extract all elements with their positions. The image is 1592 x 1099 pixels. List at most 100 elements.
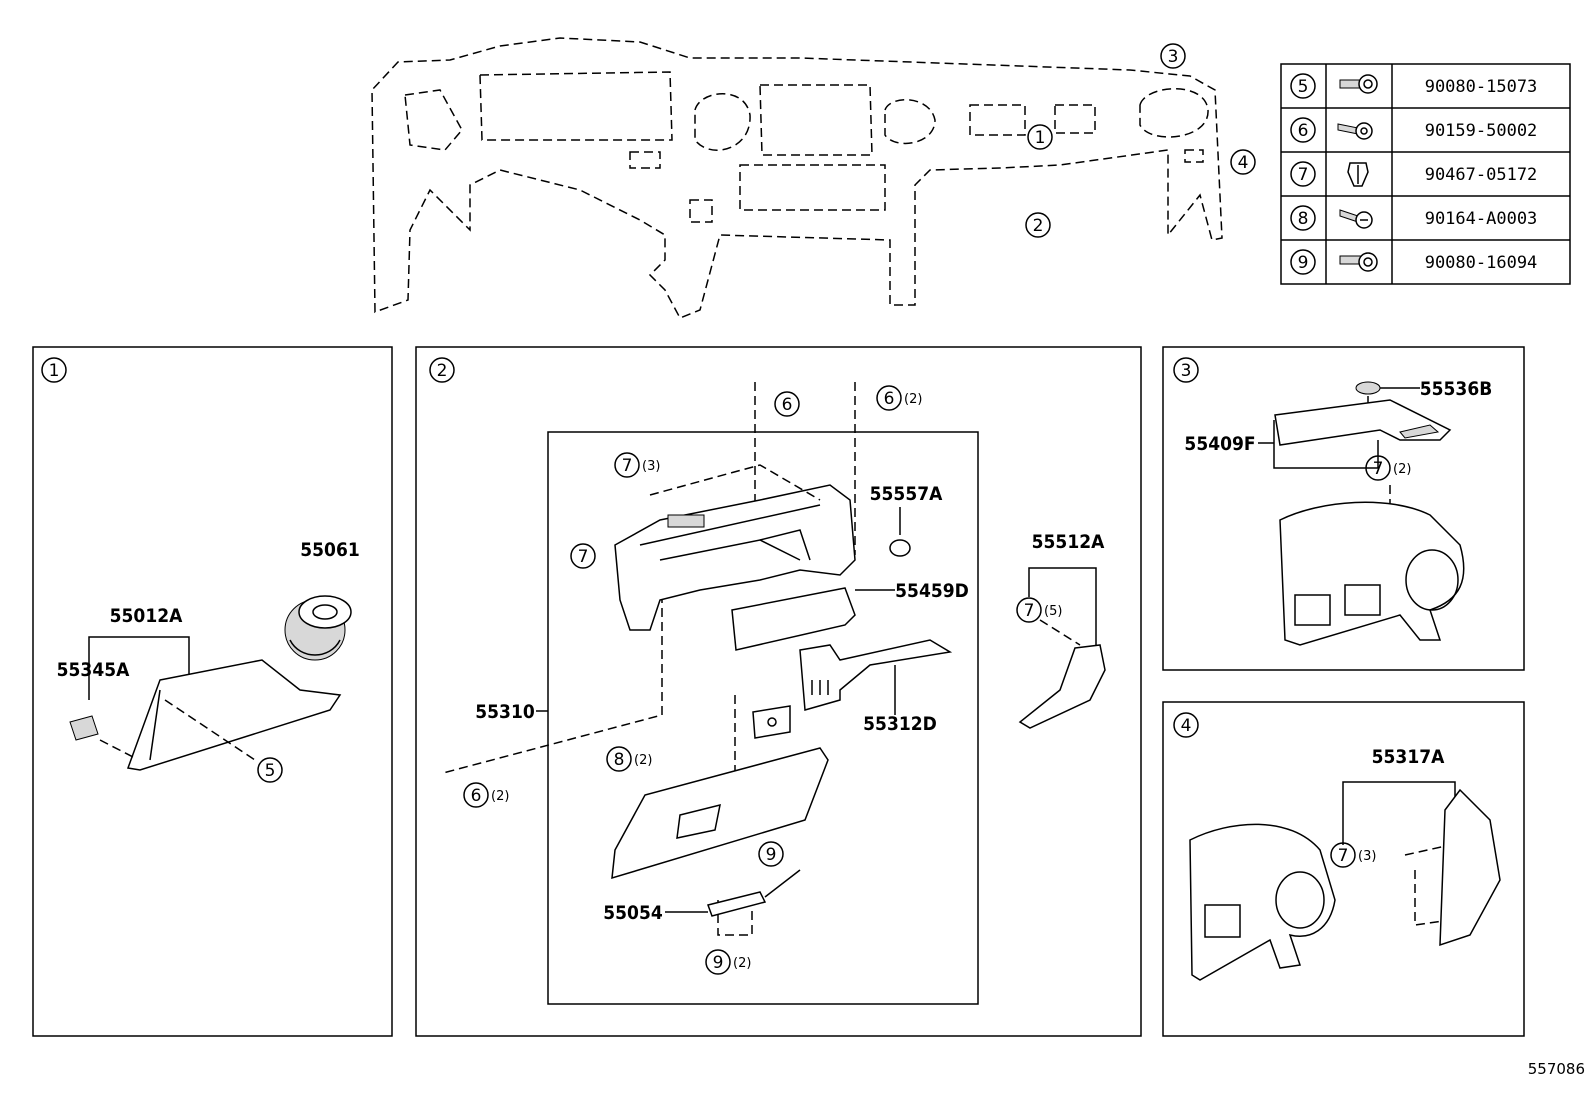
fastener-table: 5 90080-15073 6 90159-50002 7	[1280, 63, 1571, 285]
panel-3: 3 55536B 55409F 7 (2)	[1162, 346, 1525, 671]
knob-part	[284, 595, 352, 661]
svg-text:(3): (3)	[1358, 849, 1376, 864]
dashboard-overview	[371, 37, 1223, 319]
svg-text:8: 8	[1298, 209, 1309, 229]
label-55512A: 55512A	[1032, 531, 1105, 553]
svg-text:7: 7	[578, 547, 589, 567]
svg-text:1: 1	[1035, 128, 1046, 148]
dashboard-right-part	[1279, 501, 1465, 646]
panel-2-index: 2	[437, 361, 448, 381]
dashboard-left-part	[1189, 823, 1336, 981]
upper-cover-part	[1274, 399, 1452, 446]
glove-box-door-part	[611, 747, 829, 880]
svg-text:5: 5	[1298, 77, 1309, 97]
fastener-row: 6 90159-50002	[1290, 117, 1538, 143]
svg-text:90159-50002: 90159-50002	[1425, 121, 1538, 141]
svg-text:6: 6	[782, 395, 793, 415]
label-55312D: 55312D	[863, 713, 937, 735]
svg-text:7: 7	[622, 456, 633, 476]
glove-box-housing-part	[614, 484, 856, 631]
panel-4: 4 55317A 7 (3)	[1162, 701, 1525, 1037]
svg-text:2: 2	[1033, 216, 1044, 236]
label-55409F: 55409F	[1184, 433, 1255, 455]
bolt-washer-icon	[1339, 252, 1378, 272]
callout-7-qty2: 7 (2)	[1365, 455, 1411, 481]
cap-part	[1355, 381, 1381, 395]
side-panel-part	[1439, 788, 1501, 947]
svg-text:90164-A0003: 90164-A0003	[1425, 209, 1538, 229]
panel-4-index: 4	[1181, 716, 1192, 736]
bolt-washer-icon	[1339, 74, 1378, 94]
callout-7-qty3: 7 (3)	[614, 452, 660, 478]
svg-text:6: 6	[471, 786, 482, 806]
fastener-row: 8 90164-A0003	[1290, 205, 1538, 231]
svg-text:(2): (2)	[733, 956, 751, 971]
clip-part	[69, 715, 99, 741]
side-panel-part	[1018, 644, 1106, 729]
callout-7-qty5: 7 (5)	[1016, 597, 1062, 623]
overview-callout-2: 2	[1025, 212, 1051, 238]
screw-icon	[1337, 122, 1373, 140]
label-55310: 55310	[475, 701, 535, 723]
svg-text:(2): (2)	[904, 392, 922, 407]
svg-text:9: 9	[1298, 253, 1309, 273]
label-55012A: 55012A	[110, 605, 183, 627]
svg-text:9: 9	[766, 845, 777, 865]
callout-7: 7	[570, 543, 596, 569]
svg-text:8: 8	[614, 750, 625, 770]
callout-9-qty2: 9 (2)	[705, 949, 751, 975]
lock-part	[752, 705, 791, 739]
label-55061: 55061	[300, 539, 359, 561]
door-inner-panel-part	[731, 587, 856, 651]
overview-callout-4: 4	[1230, 149, 1256, 175]
diagram-number: 557086	[1528, 1060, 1585, 1078]
tapping-screw-icon	[1339, 209, 1373, 229]
label-55317A: 55317A	[1372, 746, 1445, 768]
label-55459D: 55459D	[895, 580, 969, 602]
fastener-row: 9 90080-16094	[1290, 249, 1538, 275]
svg-text:(2): (2)	[491, 789, 509, 804]
callout-7-qty3: 7 (3)	[1330, 842, 1376, 868]
svg-text:7: 7	[1024, 601, 1035, 621]
panel-2: 2 6 6 (2) 7 (3) 7 6 (2)	[415, 346, 1142, 1037]
svg-text:5: 5	[265, 761, 276, 781]
svg-text:(5): (5)	[1044, 604, 1062, 619]
overview-callout-1: 1	[1027, 124, 1053, 150]
svg-text:7: 7	[1298, 165, 1309, 185]
svg-text:90080-16094: 90080-16094	[1425, 253, 1538, 273]
liner-part	[799, 639, 953, 711]
callout-9: 9	[758, 841, 784, 867]
svg-text:7: 7	[1338, 846, 1349, 866]
svg-text:7: 7	[1373, 459, 1384, 479]
lower-cover-part	[126, 659, 342, 771]
label-55345A: 55345A	[57, 659, 130, 681]
label-55054: 55054	[603, 902, 663, 924]
svg-text:9: 9	[713, 953, 724, 973]
callout-6-qty2: 6 (2)	[463, 782, 509, 808]
label-55557A: 55557A	[870, 483, 943, 505]
label-55536B: 55536B	[1420, 378, 1493, 400]
svg-text:90080-15073: 90080-15073	[1425, 77, 1538, 97]
fastener-row: 5 90080-15073	[1290, 73, 1538, 99]
svg-text:4: 4	[1238, 153, 1249, 173]
svg-text:(3): (3)	[642, 459, 660, 474]
clip-icon	[1347, 162, 1369, 187]
damper-part	[889, 539, 911, 557]
svg-text:90467-05172: 90467-05172	[1425, 165, 1538, 185]
callout-8-qty2: 8 (2)	[606, 746, 652, 772]
callout-6: 6	[774, 391, 800, 417]
svg-text:3: 3	[1168, 47, 1179, 67]
panel-1: 1 55061 55012A 55345A 5	[32, 346, 393, 1037]
fastener-row: 7 90467-05172	[1290, 161, 1538, 187]
svg-text:6: 6	[884, 389, 895, 409]
callout-6-qty2: 6 (2)	[876, 385, 922, 411]
glove-box-inset	[547, 431, 979, 1005]
damper-rod-part	[707, 869, 801, 917]
svg-text:(2): (2)	[1393, 462, 1411, 477]
panel-3-index: 3	[1181, 361, 1192, 381]
svg-text:(2): (2)	[634, 753, 652, 768]
panel-1-index: 1	[49, 361, 60, 381]
callout-5: 5	[257, 757, 283, 783]
overview-callout-3: 3	[1160, 43, 1186, 69]
